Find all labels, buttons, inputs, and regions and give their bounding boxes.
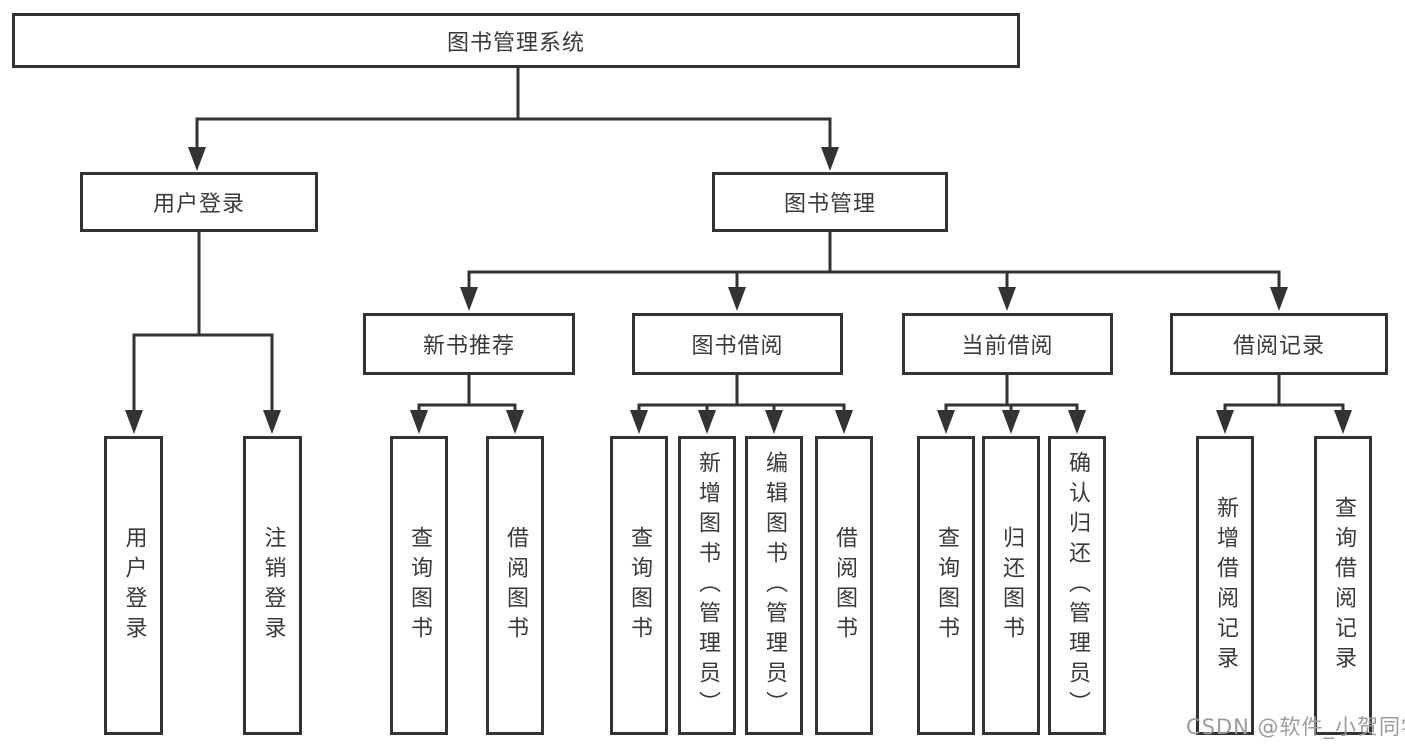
node-label: 新增借阅记录 (1213, 495, 1238, 676)
node-book-management: 图书管理 (712, 172, 948, 232)
leaf-return-books: 归还图书 (982, 436, 1040, 735)
connector-current-borrow-branch (944, 375, 1079, 416)
arrowheads (125, 147, 1352, 434)
node-label: 归还图书 (999, 525, 1024, 646)
node-user-login: 用户登录 (80, 172, 318, 232)
connector-book-borrow-branch (637, 375, 846, 416)
leaf-user-login: 用户登录 (104, 436, 163, 735)
leaf-confirm-return-admin: 确认归还（管理员） (1048, 436, 1106, 735)
leaf-logout: 注销登录 (243, 436, 302, 735)
node-label: 图书管理 (783, 192, 876, 217)
node-label: 新书推荐 (422, 334, 515, 359)
connector-new-book-branch (417, 375, 517, 416)
node-label: 新增图书（管理员） (695, 450, 720, 721)
node-book-borrowing: 图书借阅 (632, 313, 843, 375)
leaf-query-borrow-record: 查询借阅记录 (1314, 436, 1372, 735)
node-label: 查询图书 (407, 525, 432, 646)
leaf-borrow-books-recommend: 借阅图书 (486, 436, 544, 735)
leaf-query-books-recommend: 查询图书 (390, 436, 448, 735)
leaf-edit-book-admin: 编辑图书（管理员） (745, 436, 803, 735)
leaf-borrow-books: 借阅图书 (815, 436, 873, 735)
node-library-management-system: 图书管理系统 (12, 13, 1020, 68)
node-label: 借阅图书 (832, 525, 857, 646)
node-label: 查询图书 (627, 525, 652, 646)
connector-level1 (195, 68, 832, 150)
node-label: 用户登录 (152, 192, 245, 217)
node-label: 注销登录 (260, 525, 286, 646)
connector-book-management-branch (467, 232, 1281, 292)
node-label: 当前借阅 (961, 334, 1054, 359)
node-label: 图书管理系统 (446, 30, 585, 56)
node-label: 确认归还（管理员） (1065, 450, 1090, 721)
node-new-book-recommendation: 新书推荐 (363, 313, 575, 375)
node-current-borrowing: 当前借阅 (902, 313, 1113, 375)
leaf-add-book-admin: 新增图书（管理员） (678, 436, 736, 735)
node-label: 查询图书 (934, 525, 959, 646)
connector-user-login-branch (132, 232, 274, 416)
leaf-add-borrow-record: 新增借阅记录 (1196, 436, 1254, 735)
connector-borrow-record-branch (1223, 375, 1345, 416)
node-borrowing-records: 借阅记录 (1170, 313, 1388, 375)
leaf-query-books-borrow: 查询图书 (610, 436, 668, 735)
node-label: 图书借阅 (691, 334, 784, 359)
csdn-watermark: CSDN @软件_小贺同学 (1186, 715, 1405, 739)
leaf-query-books-current: 查询图书 (917, 436, 975, 735)
node-label: 借阅记录 (1232, 334, 1325, 359)
node-label: 查询借阅记录 (1331, 495, 1356, 676)
node-label: 用户登录 (121, 525, 147, 646)
node-label: 编辑图书（管理员） (762, 450, 787, 721)
node-label: 借阅图书 (503, 525, 528, 646)
